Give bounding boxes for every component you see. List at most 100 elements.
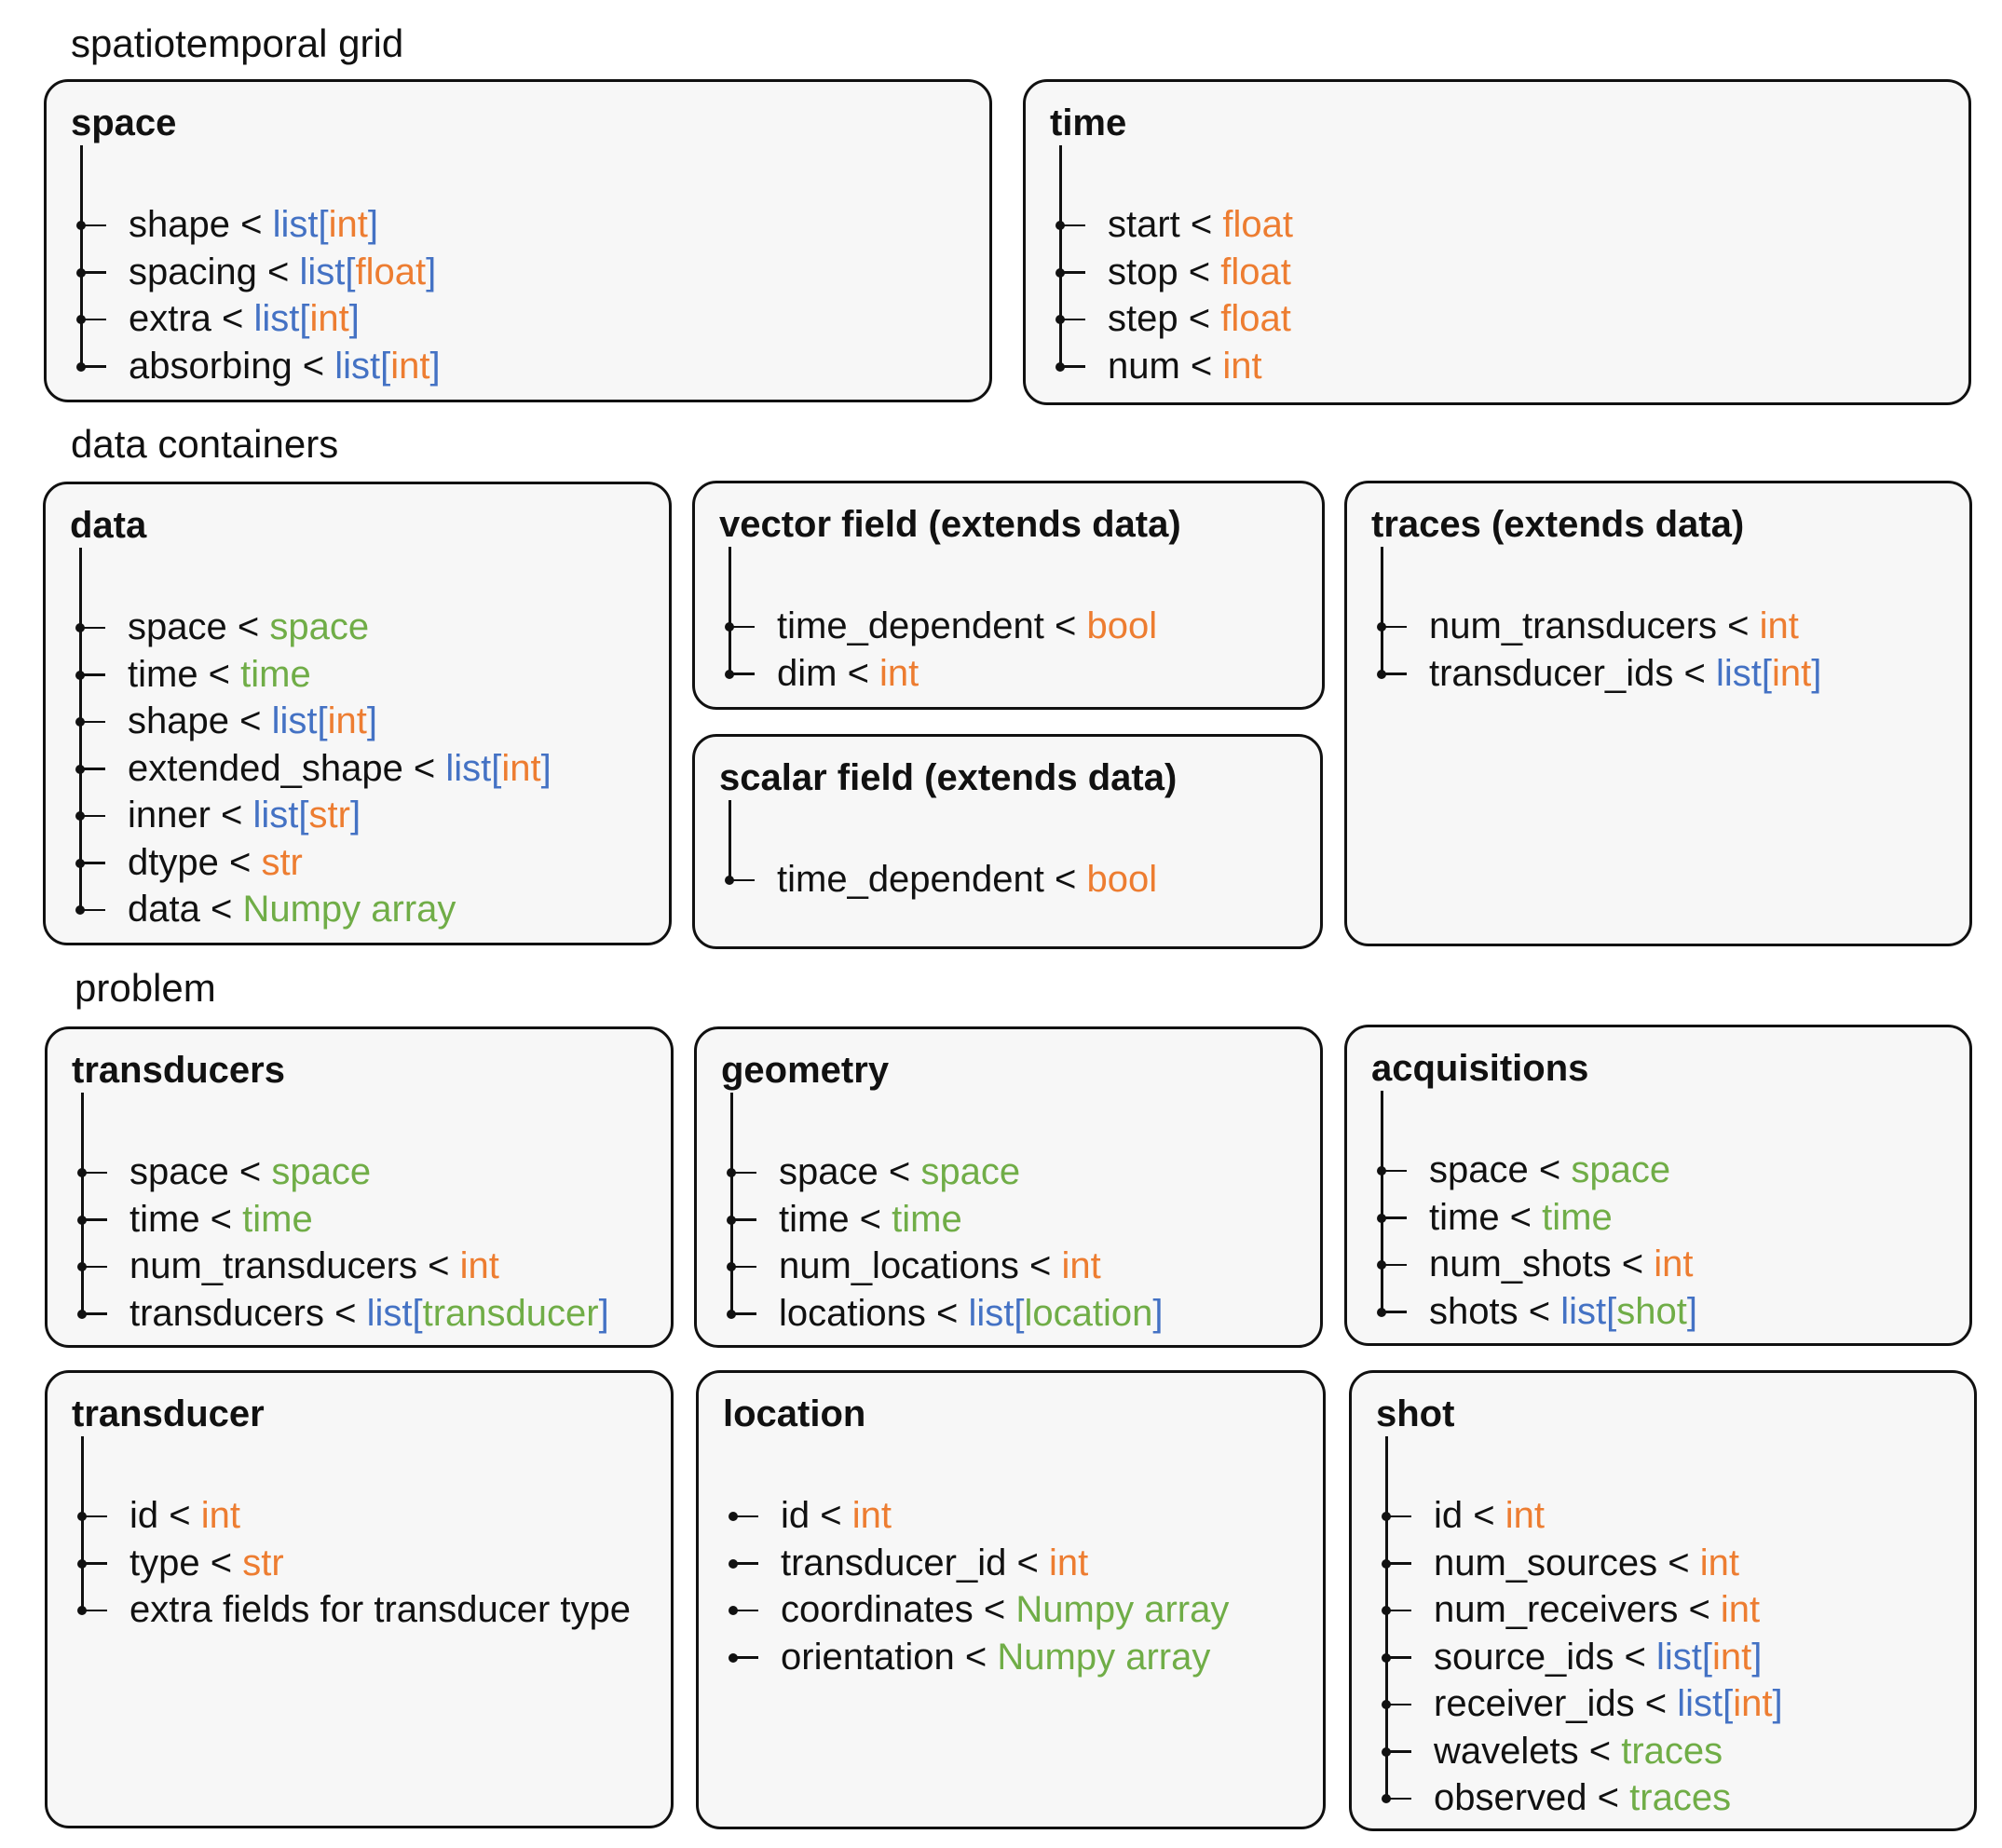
field-text: num_receivers < int bbox=[1434, 1586, 1760, 1633]
field-name: num < bbox=[1108, 345, 1223, 387]
box-title: time bbox=[1050, 102, 1127, 143]
type-token-blue: [ bbox=[298, 795, 309, 836]
field-text: dtype < str bbox=[128, 839, 303, 886]
tree-stem-line bbox=[1059, 145, 1062, 367]
box-title: geometry bbox=[721, 1050, 890, 1091]
branch-line bbox=[80, 271, 106, 274]
field-name: space < bbox=[1429, 1149, 1572, 1191]
tree-stem-line bbox=[1381, 1091, 1383, 1312]
type-token-green: location bbox=[1024, 1292, 1153, 1334]
box-title: scalar field (extends data) bbox=[719, 757, 1178, 798]
branch-line bbox=[1381, 1311, 1407, 1313]
field-name: dim < bbox=[777, 652, 880, 694]
box-title: acquisitions bbox=[1371, 1048, 1589, 1089]
type-token-orange: float bbox=[1220, 251, 1291, 292]
field-name: transducer_id < bbox=[781, 1542, 1049, 1583]
type-token-blue: list bbox=[1656, 1636, 1702, 1678]
field-text: transducers < list[transducer] bbox=[129, 1290, 609, 1337]
type-token-blue: [ bbox=[1723, 1683, 1734, 1725]
branch-line bbox=[1385, 1515, 1411, 1518]
branch-line bbox=[1385, 1703, 1411, 1706]
field-name: time < bbox=[128, 653, 241, 695]
box-title: shot bbox=[1376, 1393, 1455, 1434]
branch-line bbox=[1059, 318, 1085, 321]
section-title-problem: problem bbox=[75, 966, 216, 1010]
branch-line bbox=[1381, 673, 1407, 675]
branch-line bbox=[730, 1265, 756, 1269]
field-name: time_dependent < bbox=[777, 605, 1087, 647]
field-text: locations < list[location] bbox=[779, 1290, 1163, 1337]
type-token-orange: int bbox=[501, 747, 541, 789]
field-name: id < bbox=[129, 1495, 201, 1537]
branch-line bbox=[1385, 1750, 1411, 1753]
field-text: stop < float bbox=[1108, 249, 1291, 295]
type-token-green: space bbox=[271, 1151, 372, 1193]
field-name: num_sources < bbox=[1434, 1542, 1700, 1583]
type-token-blue: [ bbox=[318, 204, 329, 246]
box-space: space shape < list[int]spacing < list[flo… bbox=[44, 79, 992, 402]
branch-line bbox=[729, 673, 755, 675]
field-text: type < str bbox=[129, 1540, 284, 1586]
field-name: time < bbox=[779, 1198, 892, 1240]
field-name: inner < bbox=[128, 795, 253, 836]
type-token-blue: [ bbox=[299, 298, 310, 340]
type-token-green: traces bbox=[1629, 1777, 1732, 1819]
field-text: space < space bbox=[128, 604, 369, 650]
type-token-blue: [ bbox=[412, 1292, 423, 1334]
field-name: type < bbox=[129, 1542, 243, 1583]
branch-line bbox=[79, 814, 105, 818]
type-token-green: time bbox=[1542, 1196, 1613, 1238]
branch-line bbox=[1381, 625, 1407, 629]
field-text: id < int bbox=[781, 1492, 892, 1539]
branch-line bbox=[80, 224, 106, 227]
tree-stem-line bbox=[729, 547, 731, 674]
type-token-orange: int bbox=[1061, 1245, 1101, 1287]
field-name: num_transducers < bbox=[129, 1245, 460, 1287]
type-token-blue: list bbox=[299, 251, 346, 292]
branch-line bbox=[730, 1218, 756, 1221]
field-text: num_transducers < int bbox=[1429, 603, 1799, 649]
type-token-orange: float bbox=[1222, 204, 1293, 246]
box-title: transducers bbox=[72, 1050, 285, 1091]
box-title: space bbox=[71, 102, 177, 143]
type-token-orange: int bbox=[327, 700, 367, 742]
field-name: space < bbox=[129, 1151, 272, 1193]
branch-line bbox=[81, 1515, 107, 1518]
field-name: coordinates < bbox=[781, 1589, 1016, 1631]
field-text: spacing < list[float] bbox=[129, 249, 436, 295]
branch-line bbox=[730, 1312, 756, 1315]
field-name: start < bbox=[1108, 204, 1223, 246]
type-token-blue: list bbox=[366, 1292, 413, 1334]
tree-stem-line bbox=[1381, 547, 1383, 674]
field-name: num_shots < bbox=[1429, 1243, 1655, 1285]
branch-line bbox=[729, 625, 755, 629]
field-name: extended_shape < bbox=[128, 747, 446, 789]
type-token-blue: [ bbox=[1701, 1636, 1713, 1678]
field-name: shots < bbox=[1429, 1290, 1561, 1332]
field-text: shape < list[int] bbox=[129, 201, 378, 248]
type-token-blue: list bbox=[252, 795, 299, 836]
branch-line bbox=[1059, 365, 1085, 368]
type-token-green: time bbox=[242, 1198, 313, 1240]
type-token-blue: [ bbox=[345, 251, 356, 292]
field-text: coordinates < Numpy array bbox=[781, 1586, 1229, 1633]
branch-line bbox=[81, 1265, 107, 1269]
type-token-orange: int bbox=[328, 204, 368, 246]
branch-line bbox=[81, 1218, 107, 1221]
field-text: num_shots < int bbox=[1429, 1241, 1694, 1287]
field-text: space < space bbox=[129, 1148, 371, 1195]
branch-line bbox=[81, 1171, 107, 1175]
type-token-orange: bool bbox=[1086, 605, 1158, 647]
field-name: shape < bbox=[129, 204, 273, 246]
field-text: start < float bbox=[1108, 201, 1293, 248]
branch-line bbox=[1385, 1797, 1411, 1800]
field-text: time_dependent < bool bbox=[777, 603, 1157, 649]
field-text: space < space bbox=[779, 1148, 1020, 1195]
branch-line bbox=[732, 1656, 758, 1659]
type-token-orange: str bbox=[308, 795, 350, 836]
type-token-orange: int bbox=[1771, 652, 1812, 694]
type-token-blue: [ bbox=[380, 345, 391, 387]
type-token-orange: int bbox=[1222, 345, 1262, 387]
type-token-blue: list bbox=[272, 204, 319, 246]
